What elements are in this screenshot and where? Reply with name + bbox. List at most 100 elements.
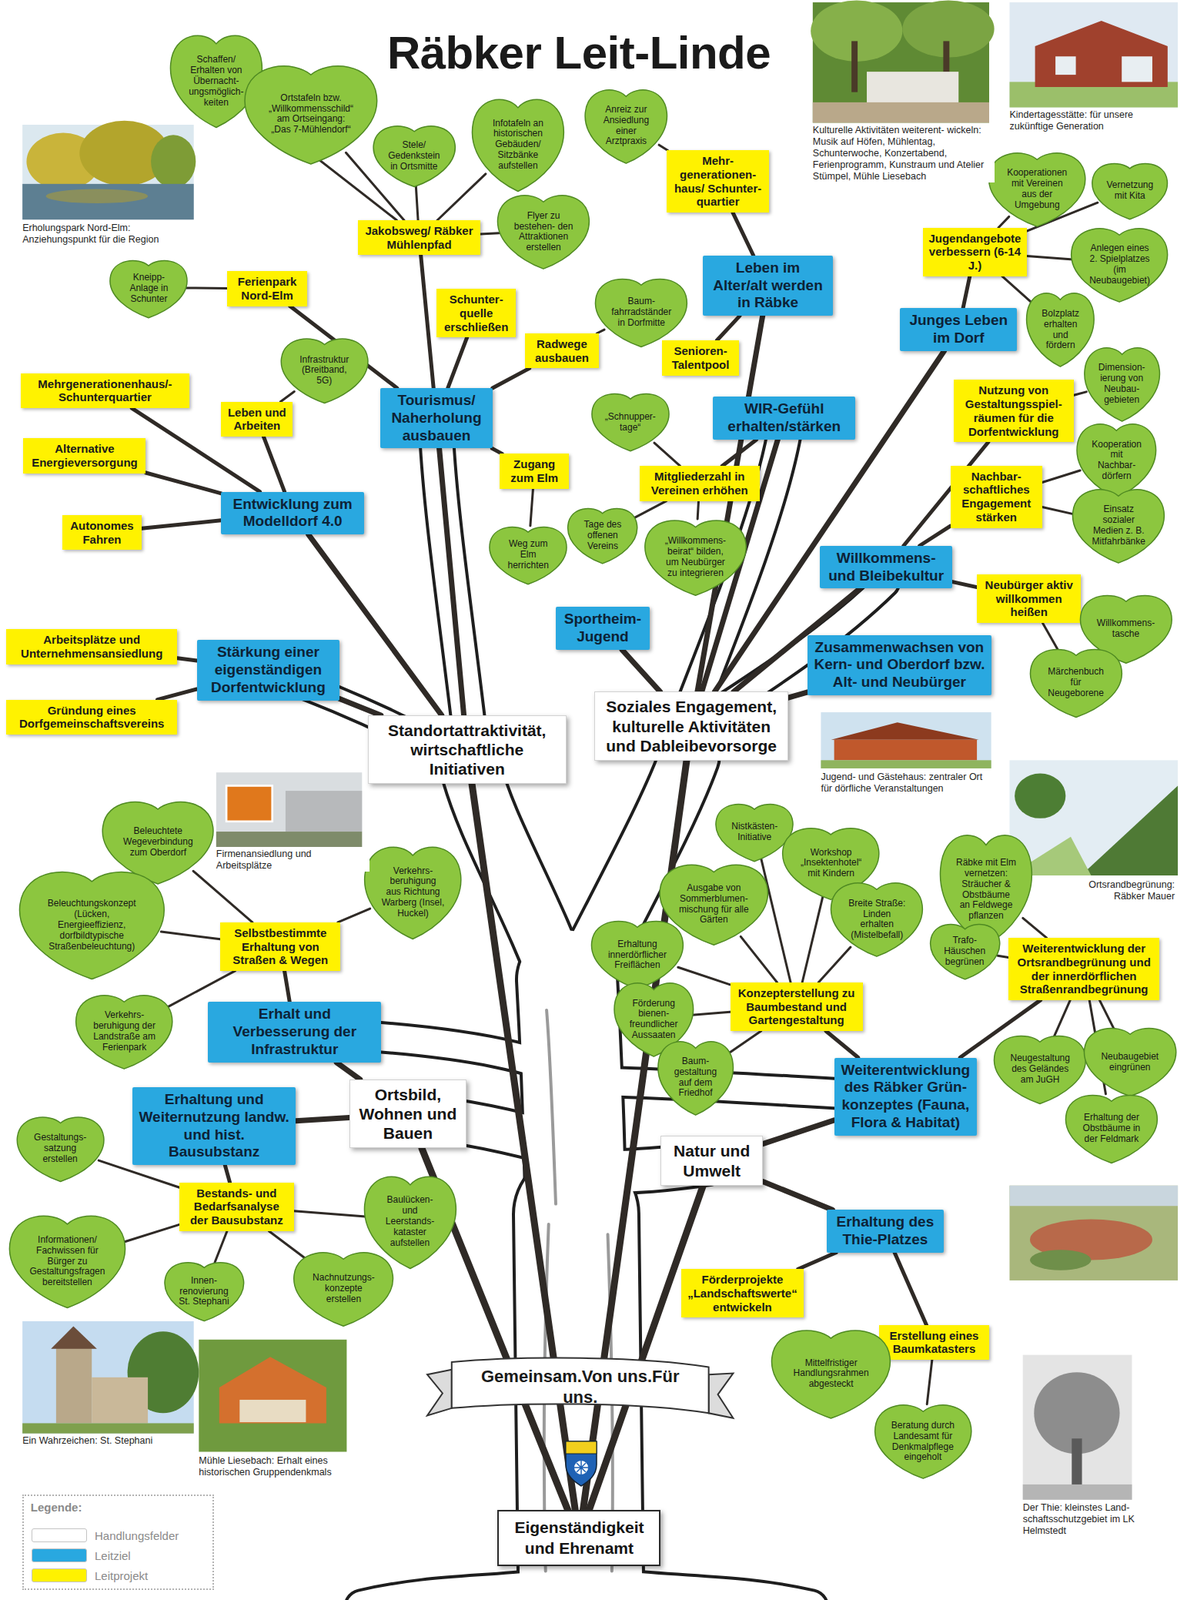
node-text: Tourismus/ Naherholung ausbauen <box>386 391 487 445</box>
branch-connector <box>762 1180 833 1210</box>
photo-sky <box>1009 1185 1178 1206</box>
project-box: Mitgliederzahl in Vereinen erhöhen <box>639 465 760 501</box>
node-text: Mehrgenerationenhaus/- Schunterquartier <box>25 377 185 405</box>
branch-connector <box>798 1252 836 1269</box>
node-text: Leben und Arbeiten <box>225 405 288 433</box>
node-text: Beratung durch Landesamt für Denkmalpfle… <box>891 1420 955 1463</box>
project-box: Selbstbestimmte Erhaltung von Straßen & … <box>220 922 341 971</box>
drawing-ground <box>1023 1484 1133 1500</box>
coat-of-arms <box>562 1437 600 1488</box>
leaf-text-area: Baum- fahrradständer in Dorfmitte <box>611 296 672 328</box>
idea-leaf: Vernetzung mit Kita <box>1090 160 1170 220</box>
node-text: „Willkommens- beirat“ bilden, um Neubürg… <box>662 535 729 579</box>
photo-caption: Ein Wahrzeichen: St. Stephani <box>22 1434 196 1447</box>
photo-ground <box>198 1339 347 1452</box>
node-text: Infotafeln an historischen Gebäuden/ Sit… <box>488 118 549 172</box>
limb-outline <box>436 433 472 745</box>
idea-leaf: Baum- gestaltung auf dem Friedhof <box>655 1036 736 1116</box>
node-text: Neubaugebiet eingrünen <box>1100 1051 1161 1074</box>
ribbon-tail <box>427 1369 452 1416</box>
branch-connector <box>448 337 468 388</box>
goal-box: Willkommens- und Bleibekultur <box>819 545 953 589</box>
node-text: Baum- fahrradständer in Dorfmitte <box>611 296 672 328</box>
goal-box: Erhalt und Verbesserung der Infrastruktu… <box>207 1001 382 1062</box>
project-box: Nachbar- schaftliches Engagement stärken <box>950 465 1043 529</box>
node-text: Ortstafeln bzw. „Willkommensschild“ am O… <box>267 93 355 136</box>
bark-shading <box>544 1009 613 1572</box>
legend-heading: Legende: <box>30 1500 184 1515</box>
idea-leaf: Innen- renovierung St. Stephani <box>162 1258 247 1321</box>
legend-swatch <box>31 1568 87 1582</box>
branch-connector <box>692 1011 731 1015</box>
photo-sky <box>1009 2 1178 107</box>
node-text: Breite Straße: Linden erhalten (Mistelbe… <box>846 898 907 941</box>
branch-connector <box>1073 391 1087 395</box>
node-text: Baulücken- und Leerstands- kataster aufs… <box>380 1194 441 1248</box>
project-box: Senioren- Talentpool <box>662 340 740 375</box>
goal-box: Stärkung einer eigenständigen Dorfentwic… <box>197 639 340 700</box>
leaf-text-area: Nachnutzungs- konzepte erstellen <box>310 1272 376 1305</box>
node-text: Erstellung eines Baumkatasters <box>883 1328 985 1356</box>
node-text: Arbeitsplätze und Unternehmensansiedlung <box>10 632 174 660</box>
project-box: Mehr- generationen- haus/ Schunter- quar… <box>666 150 769 213</box>
branch-connector <box>926 1359 933 1405</box>
root-outline <box>621 1585 811 1600</box>
leaf-text-area: Neubaugebiet eingrünen <box>1100 1051 1161 1074</box>
node-text: Erhaltung des Thie-Platzes <box>832 1213 938 1249</box>
branch-connector <box>588 1185 703 1511</box>
leaf-outline <box>585 89 667 163</box>
branch-connector <box>722 439 756 466</box>
branch-connector <box>740 936 777 983</box>
node-text: Gestaltungs- satzung erstellen <box>31 1132 89 1164</box>
legend-text: Leitprojekt <box>94 1568 148 1582</box>
leaf-outline <box>1076 424 1157 498</box>
leaf-outline <box>1029 648 1122 717</box>
leaf-text-area: Einsatz sozialer Medien z. B. Mitfahrbän… <box>1088 504 1149 547</box>
node-text: Innen- renovierung St. Stephani <box>177 1275 230 1308</box>
project-box: Jakobsweg/ Räbker Mühlenpfad <box>357 220 481 255</box>
leaf-outline <box>658 1040 734 1114</box>
branch-connector <box>761 859 791 983</box>
node-text: Weg zum Elm herrichten <box>502 538 554 571</box>
branch-connector <box>480 233 499 235</box>
branch-connector <box>177 658 197 661</box>
photo-sky <box>1009 759 1178 876</box>
project-box: Bestands- und Bedarfsanalyse der Bausubs… <box>179 1182 294 1231</box>
branch-connector <box>530 488 534 526</box>
leaf-outline <box>994 1035 1087 1104</box>
branch-connector <box>788 692 808 698</box>
photo-caption: Kulturelle Aktivitäten weiterent- wickel… <box>812 124 995 183</box>
branch-connector <box>654 442 681 466</box>
idea-leaf: Flyer zu bestehen- den Attraktionen erst… <box>494 190 592 270</box>
photo-trees <box>1029 1249 1091 1270</box>
branch-connector <box>802 896 823 983</box>
node-text: Natur und Umwelt <box>668 1140 754 1180</box>
node-text: Neugestaltung des Geländes am JuGH <box>1009 1053 1070 1085</box>
photo-roof <box>219 1356 327 1423</box>
branch-connector <box>697 501 699 519</box>
idea-leaf: Neugestaltung des Geländes am JuGH <box>991 1031 1089 1104</box>
idea-leaf: Dimension- ierung von Neubau- gebieten <box>1082 343 1162 422</box>
goal-box: Junges Leben im Dorf <box>899 307 1017 352</box>
photo-caption: Ortsrandbegrünung: Räbker Mauer <box>1060 879 1175 903</box>
photo-reflection <box>46 188 148 204</box>
leaf-text-area: Baulücken- und Leerstands- kataster aufs… <box>380 1194 441 1248</box>
goal-box: Zusammenwachsen von Kern- und Oberdorf b… <box>807 635 991 696</box>
leaf-outline <box>645 520 746 596</box>
leaf-text-area: Kooperation mit Nachbar- dörfern <box>1090 439 1143 482</box>
leaf-text-area: Workshop „Insektenhotel“ mit Kindern <box>799 847 863 880</box>
leaf-text-area: Flyer zu bestehen- den Attraktionen erst… <box>513 210 574 254</box>
leaf-text-area: Erhaltung innerdörflicher Freiflächen <box>607 939 668 971</box>
branch-connector <box>1026 255 1074 260</box>
leaf-text-area: Breite Straße: Linden erhalten (Mistelbe… <box>846 898 907 941</box>
leaf-outline <box>1073 489 1165 563</box>
node-text: Tage des offenen Vereins <box>579 519 626 552</box>
node-text: Erhaltung innerdörflicher Freiflächen <box>607 939 668 971</box>
drawing-thie <box>1023 1354 1133 1500</box>
project-box: Leben und Arbeiten <box>220 401 293 437</box>
legend-row: Leitziel <box>31 1544 205 1565</box>
leaf-text-area: Förderung bienen- freundlicher Aussaaten <box>627 998 679 1041</box>
node-text: Junges Leben im Dorf <box>906 311 1011 348</box>
node-text: Selbstbestimmte Erhaltung von Straßen & … <box>224 926 336 967</box>
node-text: Willkommens- und Bleibekultur <box>825 549 947 586</box>
